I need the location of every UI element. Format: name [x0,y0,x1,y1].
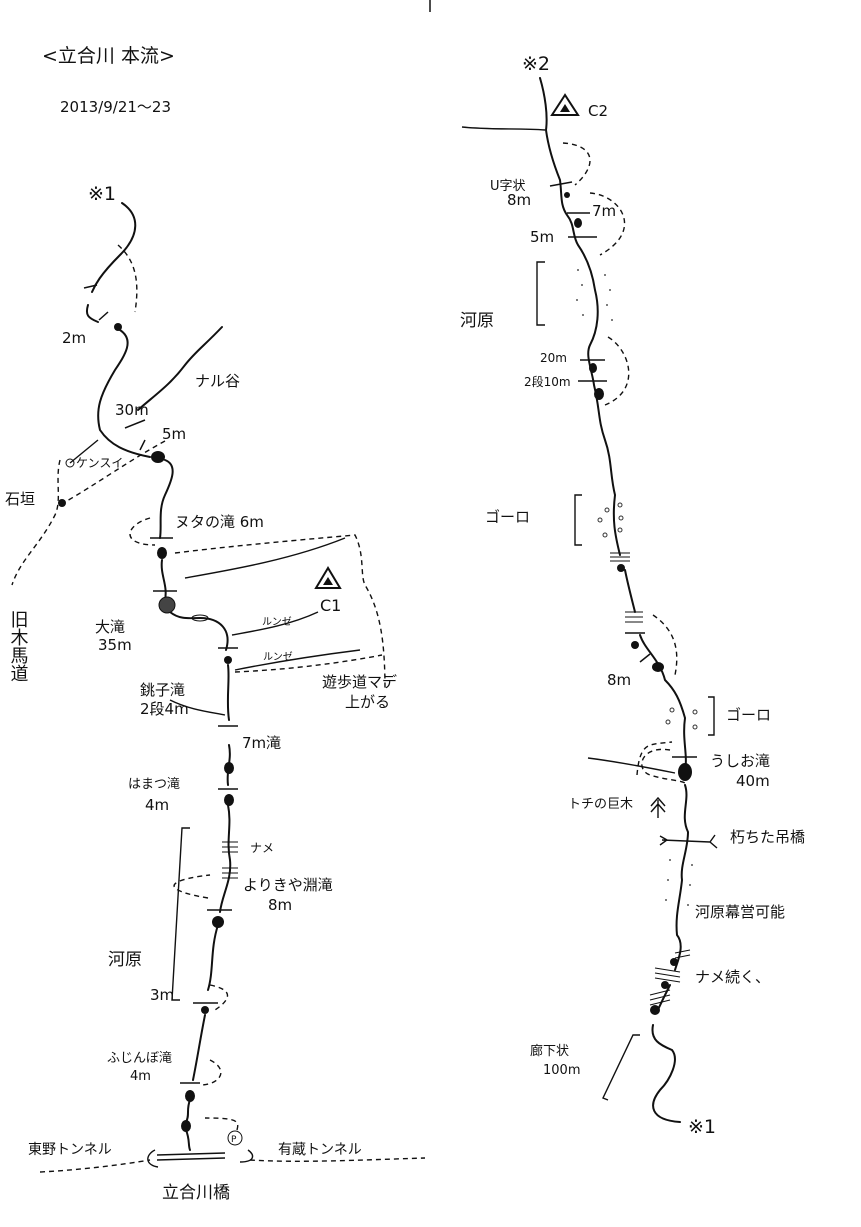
label-tunnel-west: 東野トンネル [28,1142,112,1158]
right-labels: C2 U字状 8m 7m 5m 河原 20m 2段10m ゴーロ 8m ゴーロ … [460,102,805,1078]
label-fall-30m: 30m [115,401,149,419]
label-otaki-height: 35m [98,636,132,654]
label-naru-valley: ナル谷 [195,372,240,390]
kensui-point [65,458,75,468]
waterfall-markers [83,284,238,1132]
map-title: <立合川 本流> [42,45,175,67]
label-fall-2m: 2m [62,329,86,347]
label-fall-2step: 2段10m [524,374,571,389]
label-camp2: C2 [588,102,608,120]
goro-bracket-1 [574,494,582,546]
parking-label: P [231,1135,237,1145]
label-old-bridge: 朽ちた吊橋 [730,828,805,846]
label-fall-3m: 3m [150,986,174,1004]
right-waterfall-markers [549,181,697,1015]
label-kawara-right: 河原 [460,311,494,331]
label-hamatsu-height: 4m [145,796,169,814]
label-fall-8m-right: 8m [607,671,631,689]
goro-bracket-2 [708,696,715,736]
label-ishigaki: 石垣 [5,490,35,508]
start-mark-left: ※1 [88,183,116,205]
label-fujinbo-height: 4m [130,1069,151,1084]
label-fujinbo-name: ふじんぼ滝 [107,1051,172,1066]
label-gorge-length: 100m [543,1063,580,1078]
label-fall-7m: 7m滝 [242,734,281,752]
label-trail-2: 上がる [345,693,390,711]
right-tributary-ushio [587,757,676,774]
label-yorikiya-height: 8m [268,896,292,914]
route-dashed-lines [11,244,426,1173]
label-gorge-name: 廊下状 [530,1043,569,1059]
kawara-bracket-right [536,261,545,326]
trip-date: 2013/9/21〜23 [60,98,171,116]
left-labels: 2m ナル谷 30m 5m ケンスイ 石垣 旧木馬道 ヌタの滝 6m C1 大滝… [5,329,397,1203]
parking-icon [227,1130,243,1146]
main-stream-left [85,202,232,1151]
tochi-tree-icon [650,796,666,818]
label-fall-7m-right: 7m [592,202,616,220]
label-fall-5m: 5m [162,425,186,443]
gully-2 [234,649,361,671]
camp2-tent-icon [550,93,580,116]
kawara-bracket-left [171,827,190,1001]
label-choshi-name: 銚子滝 [140,681,185,699]
label-nuta-fall: ヌタの滝 6m [175,513,264,531]
label-bridge: 立合川橋 [162,1183,230,1203]
camp1-tent-icon [314,566,342,589]
label-u-shape-height: 8m [507,191,531,209]
riverbed-texture [576,269,698,906]
label-trail-1: 遊歩道マデ [322,673,397,691]
right-route-dashed-lines [562,142,686,784]
label-hamatsu-name: はまつ滝 [128,777,180,792]
label-ushio-name: うしお滝 [710,752,770,770]
label-fall-20m: 20m [540,351,567,365]
label-camp-possible: 河原幕営可能 [695,903,785,921]
label-runze-1: ルンゼ [262,616,292,628]
right-tributary-top [461,126,546,131]
label-name-continues: ナメ続く、 [695,968,770,986]
label-choshi-height: 2段4m [140,700,189,718]
start-mark-right: ※2 [522,53,550,75]
label-runze-2: ルンゼ [263,651,293,663]
label-goro-1: ゴーロ [485,508,530,526]
label-name-slab: ナメ [250,841,274,855]
naru-valley-tributary [137,326,223,411]
label-u-shape-name: U字状 [490,179,526,194]
label-ushio-height: 40m [736,772,770,790]
bridge-icon [147,1149,254,1168]
gorge-bracket [602,1034,640,1101]
kensui-arrow [69,439,99,464]
label-tunnel-east: 有蔵トンネル [278,1142,362,1158]
label-yorikiya-name: よりきや淵滝 [243,876,333,894]
old-bridge-icon [659,834,718,849]
label-goro-2: ゴーロ [726,706,771,724]
label-camp1: C1 [320,596,341,615]
label-kawara-left: 河原 [108,950,142,970]
main-stream-right [539,77,690,1123]
left-tributary [184,537,346,579]
gully-1 [231,611,319,636]
label-old-road: 旧木馬道 [8,610,29,682]
label-otaki-name: 大滝 [95,618,125,636]
label-kensui: ケンスイ [76,456,123,470]
end-mark-right: ※1 [688,1116,716,1138]
label-tochi-tree: トチの巨木 [568,797,633,812]
ishigaki-point [58,499,66,507]
side-stream-7m [169,699,226,716]
label-fall-5m-right: 5m [530,228,554,246]
